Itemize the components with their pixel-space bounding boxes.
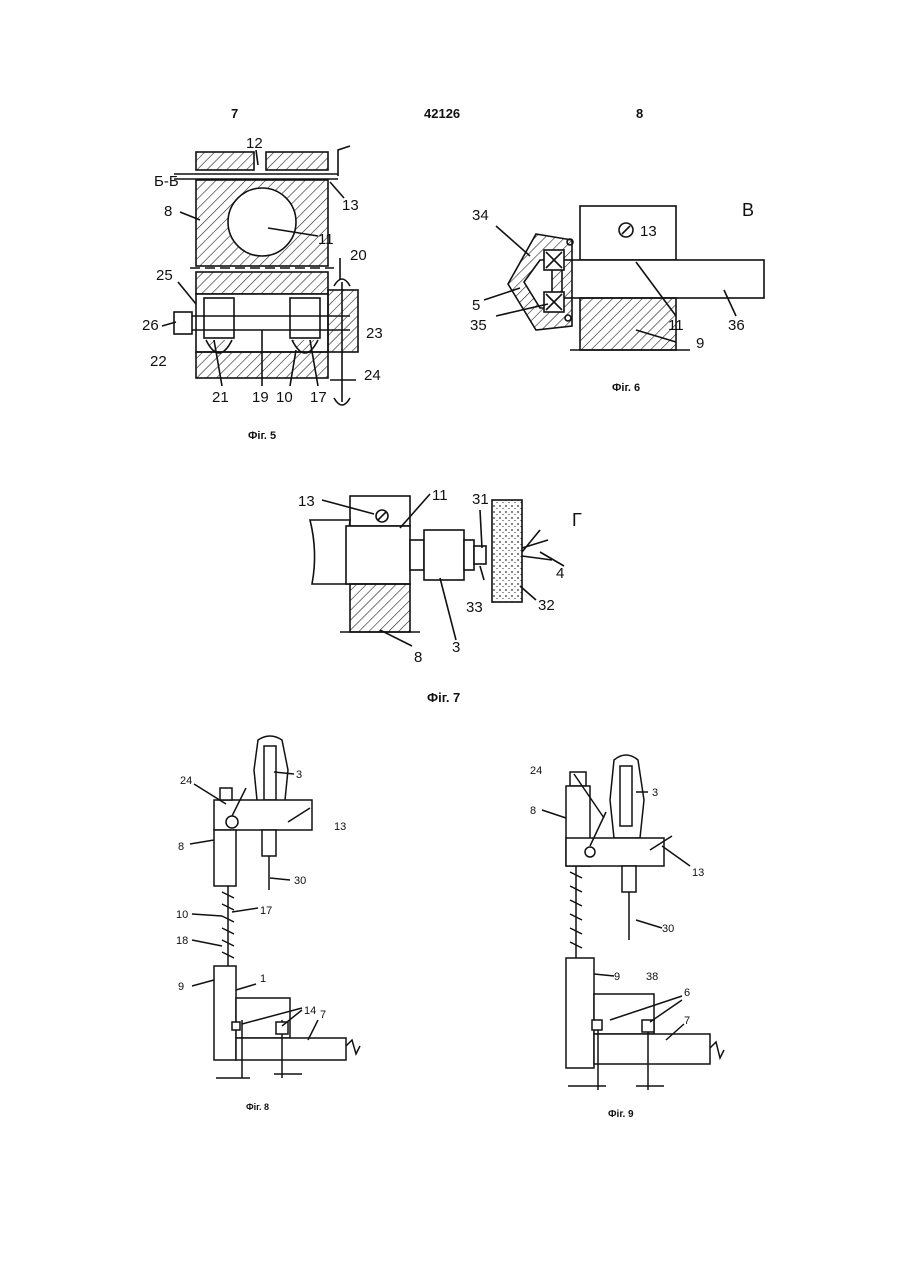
fig9-label-38: 38	[646, 971, 658, 983]
fig7-view-label: Г	[572, 510, 582, 530]
fig5-label-8: 8	[164, 203, 172, 220]
fig5-label-11: 11	[318, 231, 334, 248]
fig8-label-3: 3	[296, 769, 302, 781]
fig8-label-30: 30	[294, 875, 306, 887]
fig8-label-10: 10	[176, 909, 188, 921]
fig9-label-6: 6	[684, 987, 690, 999]
fig5-label-23: 23	[366, 325, 383, 342]
fig8-label-7: 7	[320, 1009, 326, 1021]
fig5-label-24: 24	[364, 367, 381, 384]
fig7-label-32: 32	[538, 597, 555, 614]
fig8-label-9: 9	[178, 981, 184, 993]
fig7-label-3: 3	[452, 639, 460, 656]
fig5-label-25: 25	[156, 267, 173, 284]
fig6-label-34: 34	[472, 207, 489, 224]
fig5-label-13: 13	[342, 197, 359, 214]
fig8-label-14: 14	[304, 1005, 316, 1017]
fig7-label-4: 4	[556, 565, 564, 582]
fig5-label-22: 22	[150, 353, 167, 370]
fig8-label-17: 17	[260, 905, 272, 917]
fig9-label-13: 13	[692, 867, 704, 879]
fig9-label-3: 3	[652, 787, 658, 799]
fig8-label-1: 1	[260, 973, 266, 985]
fig5-label-10: 10	[276, 389, 293, 406]
fig5-label-19: 19	[252, 389, 269, 406]
fig5-drawing	[162, 146, 358, 405]
fig8-label-24: 24	[180, 775, 192, 787]
fig5-label-17: 17	[310, 389, 327, 406]
fig5-label-26: 26	[142, 317, 159, 334]
fig9-label-9: 9	[614, 971, 620, 983]
fig6-label-13: 13	[640, 223, 657, 240]
fig6-view-label: В	[742, 200, 754, 220]
fig9-label-8: 8	[530, 805, 536, 817]
fig6-label-35: 35	[470, 317, 487, 334]
fig8-label-18: 18	[176, 935, 188, 947]
fig7-label-33: 33	[466, 599, 483, 616]
fig6-drawing	[484, 206, 764, 350]
fig5-section-label: Б-Б	[154, 173, 179, 190]
fig6-label-5: 5	[472, 297, 480, 314]
fig9-label-30: 30	[662, 923, 674, 935]
fig5-label-20: 20	[350, 247, 367, 264]
fig6-label-11: 11	[668, 317, 684, 334]
fig7-label-11: 11	[432, 487, 448, 504]
fig6-label-36: 36	[728, 317, 745, 334]
fig7-label-31: 31	[472, 491, 489, 508]
fig9-label-7: 7	[684, 1015, 690, 1027]
fig8-label-8: 8	[178, 841, 184, 853]
fig5-label-21: 21	[212, 389, 229, 406]
fig6-label-9: 9	[696, 335, 704, 352]
fig7-drawing	[310, 494, 564, 646]
fig8-label-13: 13	[334, 821, 346, 833]
fig9-label-24: 24	[530, 765, 542, 777]
fig7-label-13: 13	[298, 493, 315, 510]
fig8-drawing	[190, 736, 360, 1078]
fig7-label-8: 8	[414, 649, 422, 666]
fig5-label-12: 12	[246, 135, 263, 152]
fig9-drawing	[542, 755, 724, 1090]
